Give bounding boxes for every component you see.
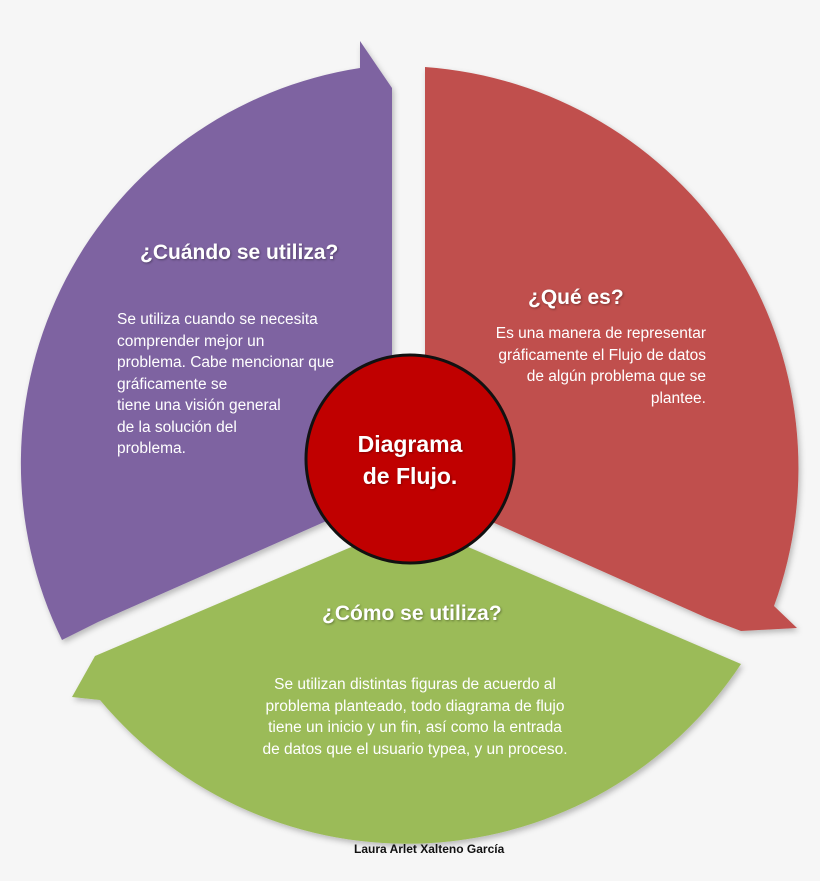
como-heading: ¿Cómo se utiliza? (322, 602, 502, 625)
como-body: Se utilizan distintas figuras de acuerdo… (262, 676, 568, 758)
center-label: Diagrama de Flujo. (357, 431, 463, 489)
segment-que (425, 67, 799, 631)
cuando-heading: ¿Cuándo se utiliza? (140, 241, 339, 264)
que-body: Es una manera de representar gráficament… (495, 325, 706, 407)
segment-como (72, 522, 741, 844)
cuando-body: Se utiliza cuando se necesita comprender… (117, 311, 335, 457)
center-circle (304, 353, 516, 565)
que-heading: ¿Qué es? (528, 286, 624, 309)
segment-cuando (20, 41, 392, 640)
author-credit: Laura Arlet Xalteno García (354, 842, 505, 856)
